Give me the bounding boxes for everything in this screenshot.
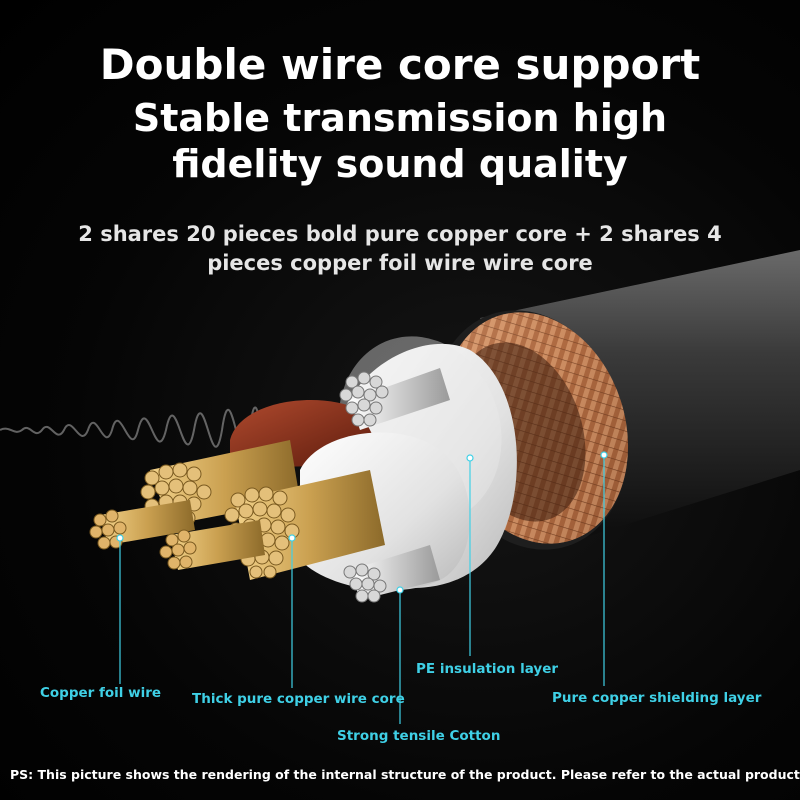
gold-core-lower [224,470,385,580]
copper-foil-wire-right [159,520,265,570]
label-pe-insulation: PE insulation layer [416,661,559,677]
headline-line-2: Stable transmission high [132,96,668,140]
label-copper-shielding: Pure copper shielding layer [552,690,762,706]
label-copper-foil-wire: Copper foil wire [40,685,162,701]
headline-line-1: Double wire core support [99,40,701,89]
callout-lines [116,451,608,724]
disclaimer-footnote: PS: This picture shows the rendering of … [10,767,800,782]
subheadline-line-2: pieces copper foil wire wire core [207,251,593,275]
silver-strands-bottom [343,545,440,603]
subheadline-line-1: 2 shares 20 pieces bold pure copper core… [78,222,722,246]
label-thick-copper-core: Thick pure copper wire core [192,691,405,707]
headline-line-3: fidelity sound quality [172,142,628,186]
label-tensile-cotton: Strong tensile Cotton [337,728,501,744]
silver-strands-top [339,368,450,430]
